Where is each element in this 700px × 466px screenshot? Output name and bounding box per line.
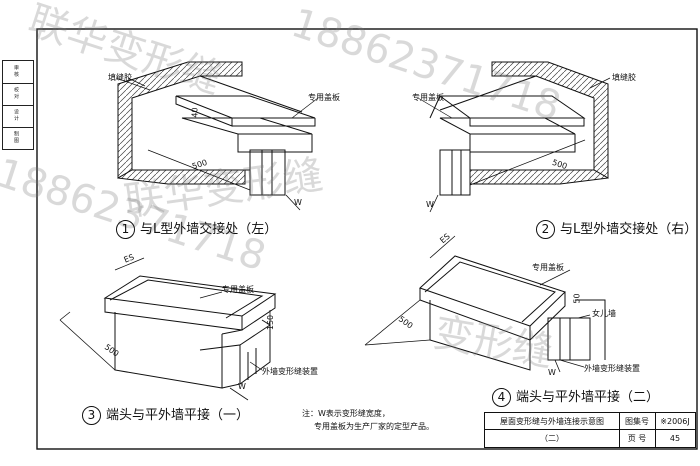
d4-dim-w: W [548, 368, 556, 377]
detail-2-drawing [429, 61, 609, 213]
detail-3-title: 端头与平外墙平接（一） [106, 408, 250, 423]
detail-2-title: 与L型外墙交接处（右） [560, 222, 698, 237]
draw-label: 制 图 [13, 131, 19, 143]
detail-4-number: 4 [492, 388, 511, 407]
detail-1-caption: 1 与L型外墙交接处（左） [116, 218, 277, 239]
check-label: 校 对 [13, 87, 19, 99]
detail-4-title: 端头与平外墙平接（二） [516, 390, 660, 405]
detail-3-caption: 3 端头与平外墙平接（一） [82, 404, 249, 425]
note-line-1: 注：W表示变形缝宽度， [302, 409, 390, 418]
detail-3-number: 3 [82, 406, 101, 425]
d2-cover-label: 专用盖板 [412, 93, 444, 102]
d4-device-label: 外墙变形缝装置 [584, 364, 640, 373]
revision-box: 审 核 校 对 设 计 制 图 [2, 60, 34, 150]
d3-device-label: 外墙变形缝装置 [262, 367, 318, 376]
title-block-sub: （二） [540, 433, 564, 443]
d4-parapet-label: 女儿墙 [592, 309, 616, 318]
title-block: 屋面变形缝与外墙连接示意图 （二） 图集号 ※2006J 页 号 45 [484, 412, 696, 448]
detail-1-number: 1 [116, 220, 135, 239]
note-line-2: 专用盖板为生产厂家的定型产品。 [314, 422, 434, 431]
d1-dim-w: W [294, 198, 302, 207]
title-block-title: 屋面变形缝与外墙连接示意图 [500, 416, 604, 426]
atlas-label: 图集号 [625, 416, 649, 426]
d4-dim-50: 50 [572, 293, 582, 304]
detail-2-number: 2 [536, 220, 555, 239]
d3-dim-w: W [238, 382, 246, 391]
d1-dim-40: 40 [190, 107, 200, 118]
d4-cover-label: 专用盖板 [532, 263, 564, 272]
review-label: 审 核 [13, 65, 19, 77]
detail-1-title: 与L型外墙交接处（左） [140, 222, 278, 237]
d3-dim-150: 150 [266, 314, 276, 331]
detail-4-caption: 4 端头与平外墙平接（二） [492, 386, 659, 407]
frame-border [36, 28, 698, 450]
d2-filler-label: 填缝胶 [612, 73, 636, 82]
detail-1-drawing [115, 61, 316, 211]
d2-dim-w: W [426, 200, 434, 209]
d3-cover-label: 专用盖板 [222, 285, 254, 294]
page-label: 页 号 [627, 433, 647, 443]
design-label: 设 计 [13, 109, 19, 121]
d1-cover-label: 专用盖板 [308, 93, 340, 102]
d1-filler-label: 填缝胶 [108, 73, 132, 82]
atlas-number: ※2006J [660, 416, 690, 426]
detail-2-caption: 2 与L型外墙交接处（右） [536, 218, 697, 239]
detail-4-drawing [364, 235, 606, 373]
detail-3-drawing [59, 257, 277, 401]
page-number: 45 [669, 433, 681, 443]
